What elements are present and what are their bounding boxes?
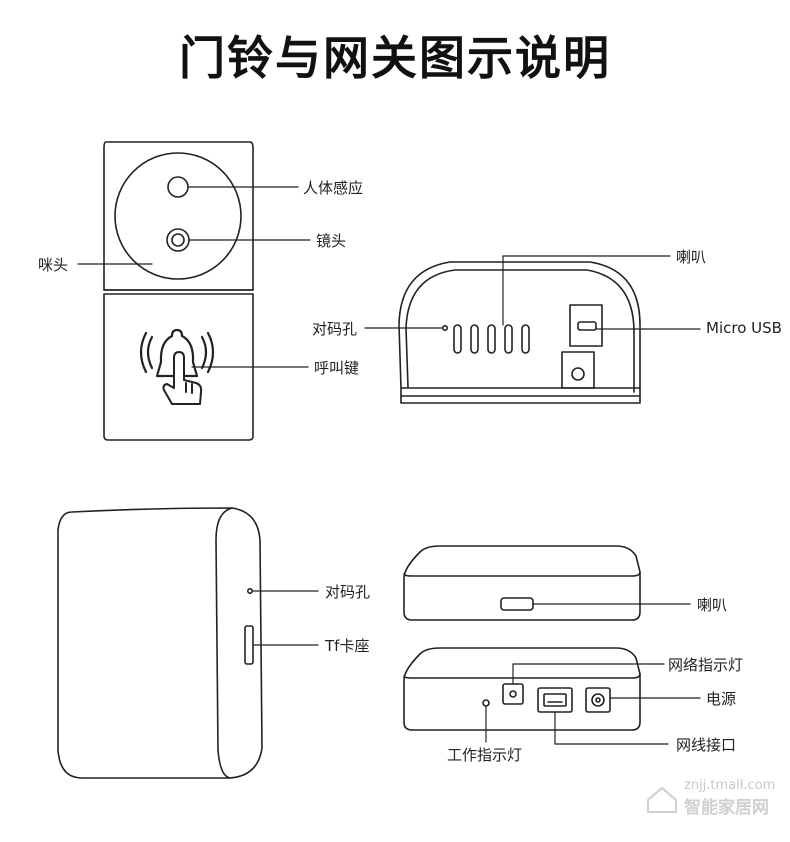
doorbell-callouts xyxy=(77,186,311,368)
finger-icon xyxy=(162,351,203,405)
camera-disc xyxy=(114,152,242,280)
label-mic: 咪头 xyxy=(38,256,69,274)
label-lens: 镜头 xyxy=(316,232,347,250)
power-jack-icon xyxy=(585,687,611,713)
speaker-grille-icon xyxy=(500,597,534,611)
page-title: 门铃与网关图示说明 xyxy=(179,31,611,85)
pair-hole-icon xyxy=(247,587,254,594)
tf-slot-icon xyxy=(244,625,254,665)
gateway-side-callouts xyxy=(252,590,319,646)
label-doorbell-speaker: 喇叭 xyxy=(676,248,707,266)
ethernet-port-icon xyxy=(537,687,573,713)
doorbell-bottom-callouts xyxy=(364,255,701,330)
gateway-side xyxy=(57,507,263,779)
lens-icon xyxy=(166,228,190,252)
label-gateway-speaker: 喇叭 xyxy=(697,596,728,614)
label-body-sensor: 人体感应 xyxy=(303,179,364,197)
doorbell-front xyxy=(103,141,254,441)
usb-port-icon xyxy=(569,304,603,347)
label-call-button: 呼叫键 xyxy=(314,359,360,377)
label-tf-slot: Tf卡座 xyxy=(325,637,370,655)
gateway-back xyxy=(403,647,641,731)
label-ethernet-port: 网线接口 xyxy=(676,736,737,754)
sensor-icon xyxy=(167,176,189,198)
gateway-back-callouts xyxy=(485,663,701,745)
work-led-icon xyxy=(482,699,490,707)
label-gateway-pair-hole: 对码孔 xyxy=(325,583,371,601)
watermark-brand: 智能家居网 xyxy=(684,798,769,818)
net-led-icon xyxy=(502,683,524,705)
watermark-url: znjj.tmall.com xyxy=(684,778,776,793)
doorbell-bottom xyxy=(398,261,641,404)
watermark-logo-icon xyxy=(647,786,677,813)
gateway-front xyxy=(403,545,641,621)
label-network-indicator: 网络指示灯 xyxy=(668,656,744,674)
label-micro-usb: Micro USB xyxy=(706,319,782,337)
label-power: 电源 xyxy=(706,690,737,708)
label-work-indicator: 工作指示灯 xyxy=(447,746,523,764)
label-doorbell-pair-hole: 对码孔 xyxy=(312,320,358,338)
